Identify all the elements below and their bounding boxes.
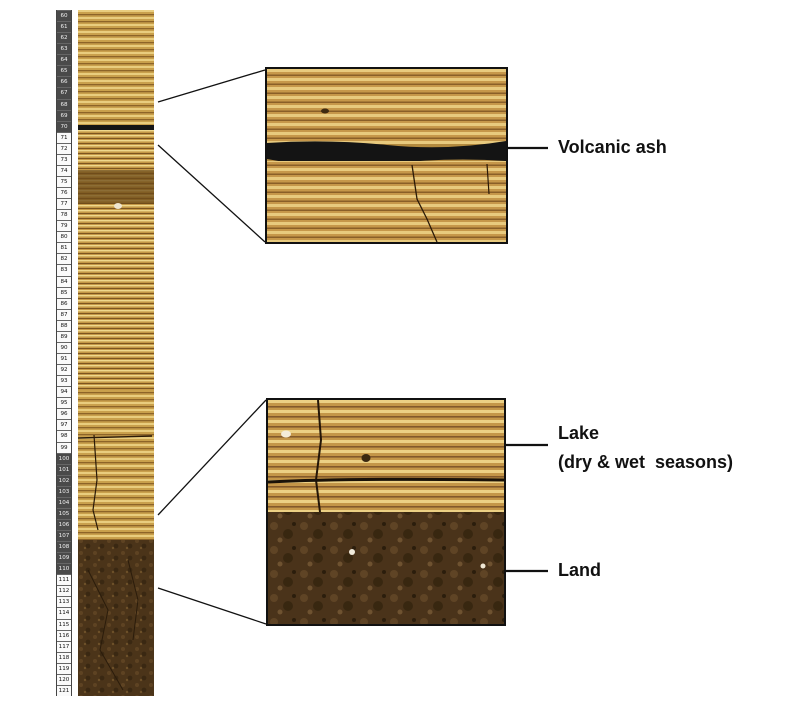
scale-tick: 76 — [57, 187, 71, 198]
scale-tick: 68 — [57, 98, 71, 110]
zoom-panel-volcanic-ash — [265, 67, 508, 244]
scale-tick: 87 — [57, 308, 71, 320]
scale-tick: 63 — [57, 43, 71, 55]
scale-tick: 71 — [57, 131, 71, 143]
label-volcanic-ash: Volcanic ash — [558, 137, 667, 157]
scale-tick: 69 — [57, 109, 71, 121]
label-lake: Lake — [558, 423, 600, 443]
scale-tick: 118 — [57, 651, 71, 663]
scale-tick: 97 — [57, 419, 71, 430]
scale-tick: 89 — [57, 330, 71, 342]
scale-tick: 75 — [57, 175, 71, 187]
scale-tick: 65 — [57, 65, 71, 77]
scale-tick: 106 — [57, 518, 71, 531]
core-segment-upper — [78, 10, 154, 125]
scale-tick: 100 — [57, 452, 71, 464]
scale-tick: 72 — [57, 142, 71, 154]
scale-tick: 67 — [57, 87, 71, 99]
scale-tick: 109 — [57, 552, 71, 564]
scale-tick: 74 — [57, 164, 71, 176]
scale-tick: 80 — [57, 231, 71, 242]
scale-tick: 117 — [57, 640, 71, 652]
scale-tick: 99 — [57, 441, 71, 453]
scale-tick: 62 — [57, 32, 71, 44]
scale-tick: 78 — [57, 209, 71, 220]
scale-tick: 110 — [57, 563, 71, 575]
core-segment-lake — [78, 130, 154, 390]
scale-tick: 112 — [57, 585, 71, 596]
scale-tick: 102 — [57, 474, 71, 486]
core-segment-lower-lake — [78, 390, 154, 540]
scale-tick: 113 — [57, 596, 71, 607]
scale-tick: 98 — [57, 430, 71, 441]
scale-tick: 90 — [57, 341, 71, 353]
scale-tick: 66 — [57, 76, 71, 88]
scale-tick: 88 — [57, 319, 71, 331]
label-land: Land — [558, 560, 601, 580]
scale-tick: 95 — [57, 397, 71, 408]
scale-tick: 116 — [57, 629, 71, 641]
scale-tick: 111 — [57, 574, 71, 585]
scale-tick: 60 — [57, 10, 71, 22]
scale-tick: 77 — [57, 198, 71, 209]
scale-tick: 101 — [57, 463, 71, 475]
scale-tick: 94 — [57, 386, 71, 397]
scale-tick: 96 — [57, 408, 71, 419]
scale-tick: 79 — [57, 220, 71, 231]
scale-tick: 61 — [57, 21, 71, 33]
scale-tick: 70 — [57, 120, 71, 132]
scale-tick: 114 — [57, 607, 71, 618]
core-ash-layer — [78, 125, 154, 130]
scale-tick: 92 — [57, 364, 71, 375]
scale-tick: 73 — [57, 153, 71, 165]
scale-tick: 64 — [57, 54, 71, 66]
core-segment-land — [78, 540, 154, 696]
scale-tick: 107 — [57, 530, 71, 542]
scale-tick: 82 — [57, 253, 71, 264]
zoom-panel-lake-land — [266, 398, 506, 626]
sediment-core — [78, 10, 156, 696]
scale-tick: 121 — [57, 684, 71, 696]
scale-tick: 104 — [57, 496, 71, 508]
scale-tick: 91 — [57, 353, 71, 364]
scale-tick: 84 — [57, 275, 71, 287]
scale-tick: 81 — [57, 242, 71, 253]
scale-tick: 86 — [57, 297, 71, 309]
scale-tick: 108 — [57, 541, 71, 553]
label-lake-seasons: (dry & wet seasons) — [558, 452, 734, 472]
scale-tick: 103 — [57, 485, 71, 497]
scale-tick: 85 — [57, 286, 71, 298]
scale-tick: 83 — [57, 264, 71, 275]
scale-tick: 119 — [57, 662, 71, 674]
scale-tick: 115 — [57, 618, 71, 630]
scale-tick: 120 — [57, 673, 71, 685]
scale-tick: 105 — [57, 507, 71, 519]
scale-tick: 93 — [57, 375, 71, 386]
